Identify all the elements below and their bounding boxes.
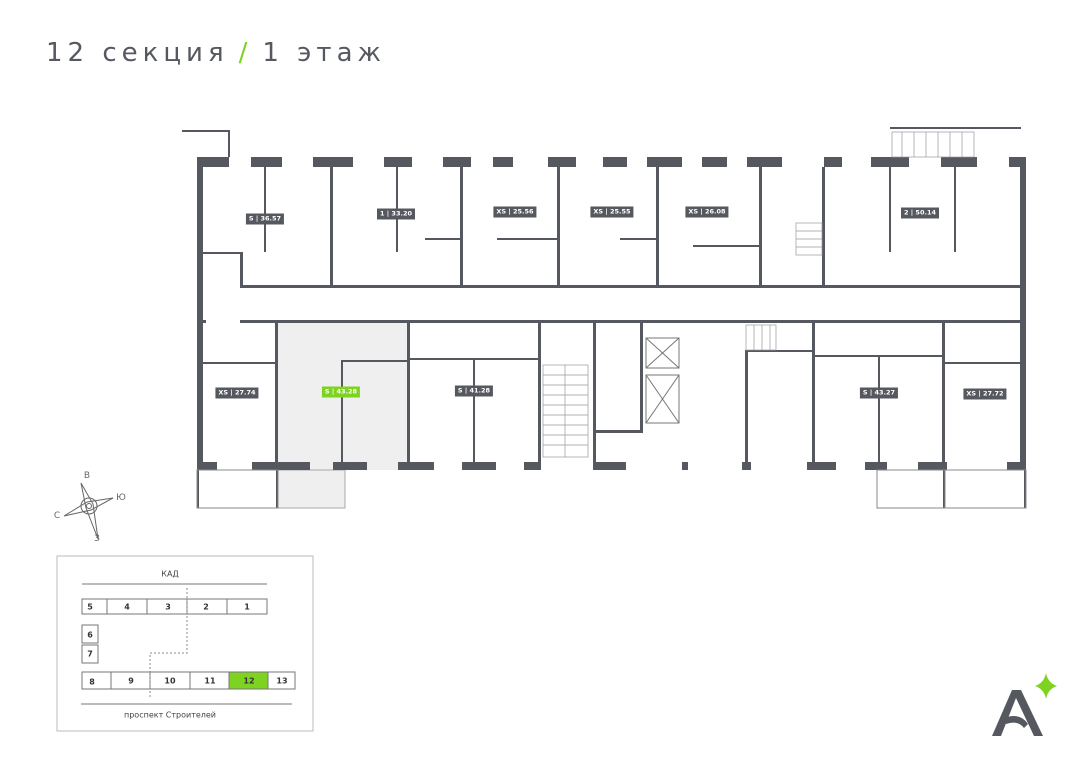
- balcony-outlines: [196, 469, 1027, 509]
- walls: [182, 127, 1026, 508]
- compass-south: З: [94, 534, 100, 544]
- apartment-label[interactable]: S | 43.27: [859, 387, 899, 399]
- elevators: [645, 337, 680, 424]
- apartment-label[interactable]: XS | 25.56: [493, 206, 537, 218]
- key-section-13[interactable]: 13: [276, 676, 288, 686]
- key-section-2[interactable]: 2: [203, 602, 209, 612]
- key-section-9[interactable]: 9: [128, 676, 134, 686]
- page-title: 12 секция / 1 этаж: [46, 38, 386, 68]
- apartment-label[interactable]: 1 | 33.20: [377, 208, 415, 220]
- section-title: 12 секция: [46, 38, 229, 68]
- selected-apartment-balcony: [277, 469, 346, 509]
- key-section-11[interactable]: 11: [204, 676, 216, 686]
- key-section-1[interactable]: 1: [244, 602, 250, 612]
- apartment-label[interactable]: XS | 26.08: [685, 206, 729, 218]
- apartment-label[interactable]: XS | 25.55: [590, 206, 634, 218]
- apartment-label-selected[interactable]: S | 43.28: [321, 386, 361, 398]
- stairs: [542, 131, 975, 458]
- compass-west: С: [53, 511, 61, 521]
- key-section-6[interactable]: 6: [87, 630, 93, 640]
- key-section-4[interactable]: 4: [124, 602, 130, 612]
- road-prospekt: проспект Строителей: [123, 710, 217, 720]
- apartment-label[interactable]: S | 41.28: [454, 385, 494, 397]
- apartment-label[interactable]: XS | 27.72: [963, 388, 1007, 400]
- floor-title: 1 этаж: [262, 38, 386, 68]
- key-section-7[interactable]: 7: [87, 649, 93, 659]
- apartment-label[interactable]: XS | 27.74: [215, 387, 259, 399]
- key-section-8[interactable]: 8: [89, 677, 95, 687]
- key-section-5[interactable]: 5: [87, 602, 93, 612]
- compass-north: В: [83, 471, 91, 481]
- key-section-3[interactable]: 3: [165, 602, 171, 612]
- key-section-12-current[interactable]: 12: [243, 676, 255, 686]
- road-kad: КАД: [161, 569, 179, 579]
- apartment-label[interactable]: 2 | 50.14: [901, 207, 939, 219]
- compass-east: Ю: [116, 493, 126, 503]
- apartment-label[interactable]: S | 36.57: [245, 213, 285, 225]
- key-section-10[interactable]: 10: [164, 676, 176, 686]
- title-separator: /: [238, 38, 253, 68]
